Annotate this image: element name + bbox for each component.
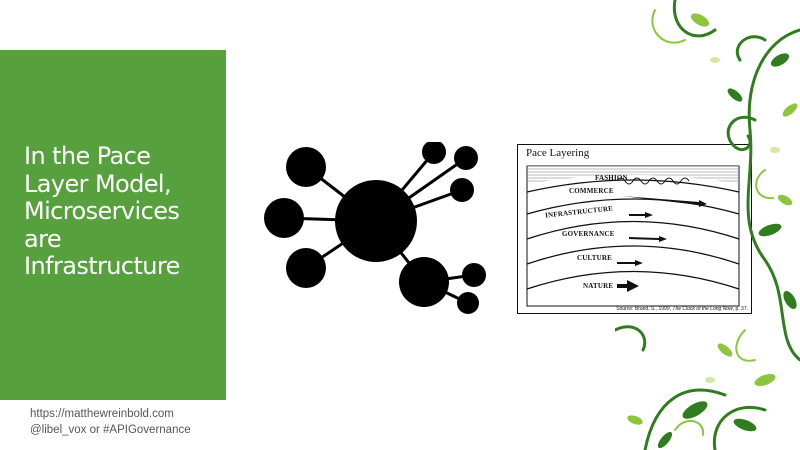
pace-arcs [526, 165, 740, 307]
title-panel [0, 50, 226, 400]
layer-culture: CULTURE [577, 254, 612, 262]
source-book: The Clock of the Long Now [672, 306, 733, 312]
footer-url: https://matthewreinbold.com [30, 408, 174, 420]
figure-source: Source: Brand, S., 1999, The Clock of th… [616, 306, 748, 312]
source-suffix: , p. 37. [732, 306, 748, 312]
layer-governance: GOVERNANCE [562, 230, 615, 238]
commerce-arrow [622, 196, 707, 207]
pace-layering-figure: Pace Layering FASHION COMMERCE INFRASTRU… [517, 144, 752, 314]
layer-commerce: COMMERCE [569, 187, 614, 195]
layer-nature: NATURE [583, 282, 614, 290]
title-line: In the Pace [24, 142, 151, 170]
footer-handle: @libel_vox or #APIGovernance [30, 424, 191, 436]
figure-title: Pace Layering [526, 147, 590, 159]
title-line: are [24, 224, 62, 253]
title-line: Microservices [24, 197, 180, 225]
source-prefix: Source: Brand, S., 1999, [616, 306, 673, 312]
slide-title: In the Pace Layer Model, Microservices a… [24, 142, 224, 281]
vine-decoration [615, 0, 800, 450]
hub-network-icon [264, 142, 486, 314]
layer-fashion: FASHION [595, 174, 628, 182]
title-line: Layer Model, [24, 169, 172, 198]
title-line: Infrastructure [24, 252, 180, 280]
footer: https://matthewreinbold.com @libel_vox o… [30, 406, 191, 438]
